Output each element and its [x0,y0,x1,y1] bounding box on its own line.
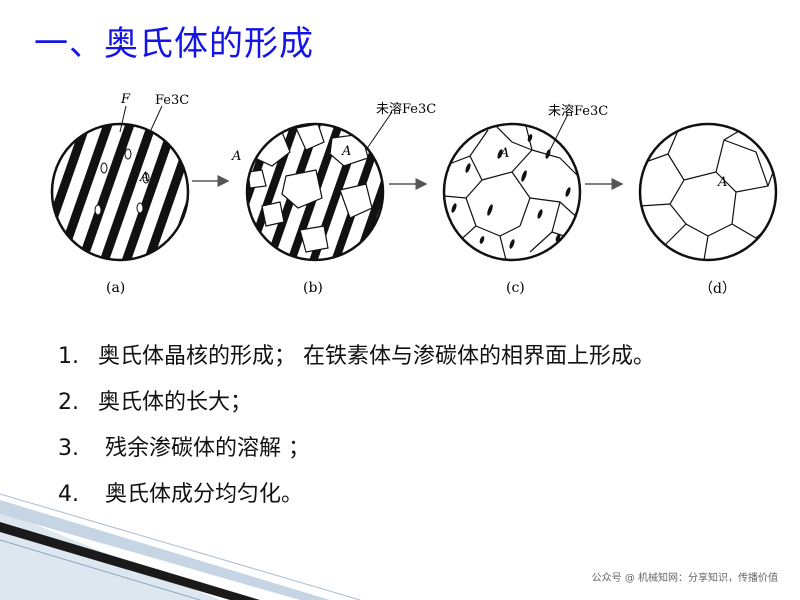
step-item-1: 1. 奥氏体晶核的形成； 在铁素体与渗碳体的相界面上形成。 [58,338,655,384]
label-austenite-a-left: A [231,149,241,164]
panel-a-outline [50,122,190,262]
panel-c: 未溶Fe3C A (c) [442,104,608,296]
panel-c-outline [442,122,582,262]
step-text: 奥氏体成分均匀化。 [98,482,303,507]
step-text: 奥氏体的长大； [98,390,253,415]
step-item-2: 2. 奥氏体的长大； [58,384,655,430]
panel-d: A （d） [638,122,778,297]
leader-undissolved-c [549,113,569,151]
panel-b-outline [245,122,385,262]
label-undissolved-fe3c-c: 未溶Fe3C [548,104,608,119]
panel-a: F Fe3C A (a) [50,92,190,296]
footer-watermark: 公众号 @ 机械知网：分享知识，传播价值 [591,573,778,584]
step-number: 3. [58,436,79,461]
caption-a: (a) [106,280,125,296]
step-number: 4. [58,482,79,507]
caption-d: （d） [699,281,736,297]
label-undissolved-fe3c-b: 未溶Fe3C [376,102,436,117]
caption-c: (c) [506,280,525,296]
panel-b: 未溶Fe3C A A (b) [231,102,436,296]
decorative-corner-stripes [0,493,361,600]
caption-b: (b) [303,280,323,296]
label-austenite-a: A [139,170,149,185]
leader-f [119,105,127,133]
step-item-3: 3. 残余渗碳体的溶解 ； [58,430,655,476]
step-list: 1. 奥氏体晶核的形成； 在铁素体与渗碳体的相界面上形成。 2. 奥氏体的长大； 3… [58,338,655,522]
step-item-4: 4. 奥氏体成分均匀化。 [58,476,655,522]
austenite-formation-diagram: F Fe3C A (a) [50,92,778,297]
label-austenite-a-right: A [341,144,351,159]
panel-d-outline [638,122,778,262]
label-austenite-a-c: A [499,146,509,161]
slide-title: 一、奥氏体的形成 [34,24,314,64]
step-number: 2. [58,390,79,415]
leader-fe3c [149,105,163,133]
step-text: 奥氏体晶核的形成； 在铁素体与渗碳体的相界面上形成。 [98,344,655,369]
step-text: 残余渗碳体的溶解 ； [98,436,310,461]
leader-undissolved-b [365,111,393,151]
label-austenite-a-d: A [717,175,727,190]
label-fe3c: Fe3C [155,93,189,108]
step-number: 1. [58,344,79,369]
label-f: F [120,92,131,107]
